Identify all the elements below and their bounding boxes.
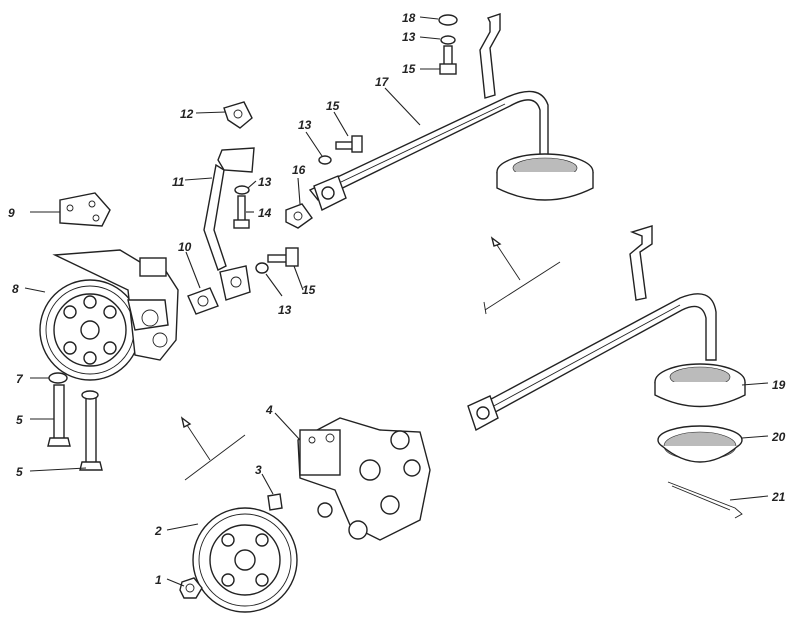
label-14: 14 xyxy=(258,206,272,220)
washer-13-b xyxy=(255,262,269,274)
washer-13-a xyxy=(234,185,250,195)
pipe-11 xyxy=(203,147,255,301)
label-3: 3 xyxy=(255,463,262,477)
washer-18 xyxy=(438,14,458,26)
bolt-14 xyxy=(233,195,250,229)
key-3 xyxy=(267,493,283,511)
label-17: 17 xyxy=(375,75,390,89)
label-13-a: 13 xyxy=(258,175,272,189)
bolt-15-b xyxy=(335,135,363,153)
label-13-d: 13 xyxy=(402,30,416,44)
oil-pickup-pipe-assembled xyxy=(308,13,594,211)
label-4: 4 xyxy=(265,403,273,417)
washer-13-c xyxy=(318,155,332,165)
label-5-lower: 5 xyxy=(16,465,23,479)
gasket-10 xyxy=(187,287,219,315)
label-16: 16 xyxy=(292,163,306,177)
label-8: 8 xyxy=(12,282,19,296)
label-7: 7 xyxy=(16,372,24,386)
label-11: 11 xyxy=(172,175,185,189)
label-19: 19 xyxy=(772,378,786,392)
label-20: 20 xyxy=(771,430,786,444)
label-21: 21 xyxy=(771,490,786,504)
label-1: 1 xyxy=(155,573,162,587)
assembly-arrow xyxy=(180,236,561,481)
nut-1 xyxy=(179,577,203,599)
label-15-c: 15 xyxy=(402,62,416,76)
label-15-b: 15 xyxy=(326,99,340,113)
bolt-5-upper xyxy=(47,384,71,447)
label-10: 10 xyxy=(178,240,192,254)
label-2: 2 xyxy=(154,524,162,538)
label-13-b: 13 xyxy=(278,303,292,317)
label-9: 9 xyxy=(8,206,15,220)
bolt-5-lower xyxy=(79,394,103,471)
part-labels: 1 2 3 4 5 5 7 8 9 10 11 12 13 13 13 13 1… xyxy=(8,11,786,587)
oil-pickup-pipe-exploded xyxy=(467,225,746,519)
label-15-a: 15 xyxy=(302,283,316,297)
bolt-15-a xyxy=(267,247,299,267)
clamp-12 xyxy=(223,101,253,129)
label-13-c: 13 xyxy=(298,118,312,132)
plate-9 xyxy=(59,192,111,227)
oil-pump-body-4 xyxy=(297,417,431,541)
label-5-upper: 5 xyxy=(16,413,23,427)
oil-pump-assembled xyxy=(39,249,179,381)
label-18: 18 xyxy=(402,11,416,25)
gear-2 xyxy=(192,507,298,613)
leader-lines xyxy=(24,16,769,587)
bolt-15-c xyxy=(439,45,457,75)
washer-13-d xyxy=(440,35,456,45)
gasket-16 xyxy=(285,203,313,229)
label-12: 12 xyxy=(180,107,194,121)
